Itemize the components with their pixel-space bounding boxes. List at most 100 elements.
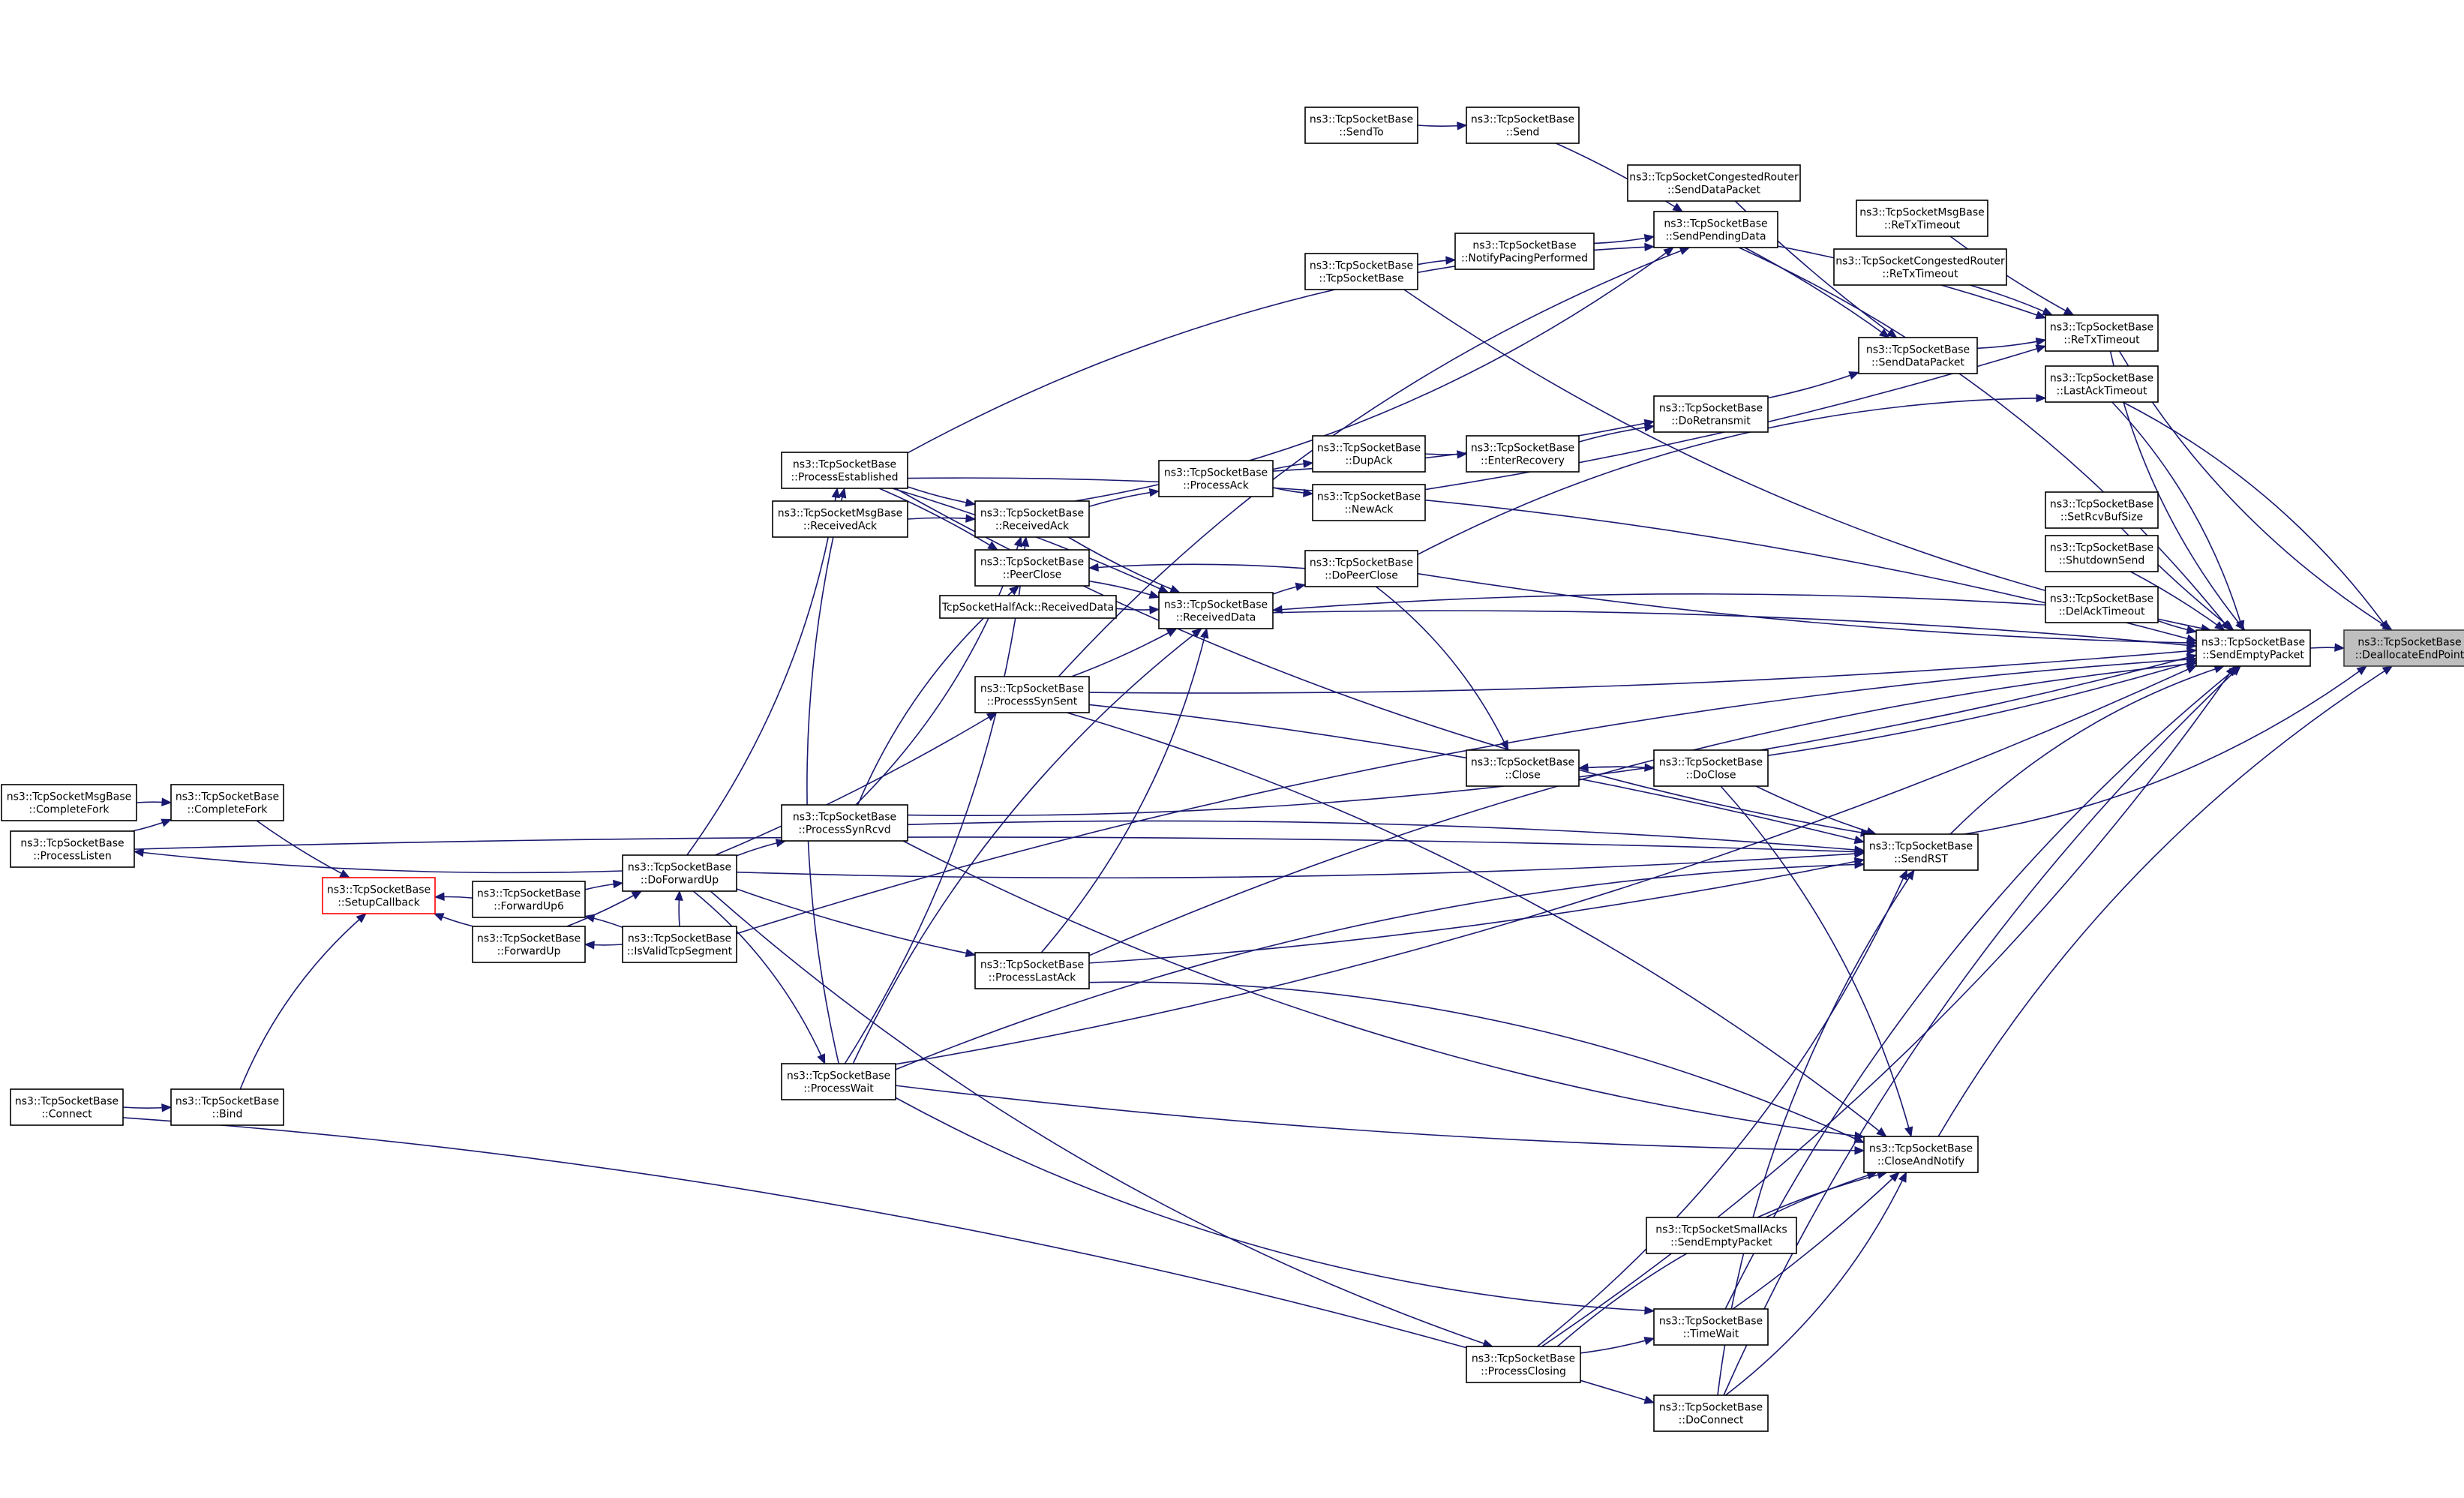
node-root[interactable]: ns3::TcpSocketBase::DeallocateEndPoint: [2343, 629, 2464, 667]
edge-receivedAck-to-processAck: [1088, 488, 1160, 508]
node-forward-up[interactable]: ns3::TcpSocketBase::ForwardUp: [472, 926, 586, 963]
node-label-line: ns3::TcpSocketBase: [1164, 599, 1268, 611]
node-last-ack-to[interactable]: ns3::TcpSocketBase::LastAckTimeout: [2045, 365, 2159, 403]
edge-receivedData-to-doPeerClose: [1272, 582, 1307, 595]
node-box: [10, 1088, 124, 1126]
node-small-acks[interactable]: ns3::TcpSocketSmallAcks::SendEmptyPacket: [1646, 1217, 1797, 1254]
node-box: [622, 854, 737, 892]
node-do-peer-close[interactable]: ns3::TcpSocketBase::DoPeerClose: [1304, 550, 1418, 587]
node-box: [170, 784, 284, 821]
node-process-last-ack[interactable]: ns3::TcpSocketBase::ProcessLastAck: [974, 952, 1090, 989]
node-bind[interactable]: ns3::TcpSocketBase::Bind: [170, 1088, 284, 1126]
node-time-wait[interactable]: ns3::TcpSocketBase::TimeWait: [1653, 1308, 1769, 1346]
node-send-node[interactable]: ns3::TcpSocketBase::Send: [1466, 107, 1580, 144]
node-send-empty[interactable]: ns3::TcpSocketBase::SendEmptyPacket: [2195, 629, 2311, 667]
node-send-rst[interactable]: ns3::TcpSocketBase::SendRST: [1863, 833, 1979, 871]
node-label-line: ::Bind: [212, 1109, 243, 1121]
node-label-line: ns3::TcpSocketBase: [1317, 443, 1421, 455]
node-do-close[interactable]: ns3::TcpSocketBase::DoClose: [1653, 749, 1769, 787]
node-label-line: ns3::TcpSocketBase: [1869, 841, 1973, 853]
node-complete-fork[interactable]: ns3::TcpSocketBase::CompleteFork: [170, 784, 284, 821]
node-label-line: ::DoRetransmit: [1671, 416, 1751, 428]
edge-doPeerClose-to-peerClose: [1088, 563, 1306, 572]
node-ctor[interactable]: ns3::TcpSocketBase::TcpSocketBase: [1304, 253, 1418, 290]
node-process-syn-sent[interactable]: ns3::TcpSocketBase::ProcessSynSent: [974, 676, 1090, 713]
node-label-line: ::ProcessClosing: [1481, 1366, 1566, 1378]
edge-doClose-to-sendRst: [1755, 785, 1877, 836]
node-label-line: ns3::TcpSocketBase: [1310, 260, 1413, 272]
node-label-line: ns3::TcpSocketBase: [1664, 218, 1767, 230]
node-label-line: ::SendDataPacket: [1667, 185, 1760, 197]
node-label-line: ::SendDataPacket: [1871, 357, 1964, 369]
node-received-ack[interactable]: ns3::TcpSocketBase::ReceivedAck: [974, 500, 1090, 538]
node-process-listen[interactable]: ns3::TcpSocketBase::ProcessListen: [10, 830, 135, 868]
node-enter-recovery[interactable]: ns3::TcpSocketBase::EnterRecovery: [1466, 435, 1580, 473]
node-process-closing[interactable]: ns3::TcpSocketBase::ProcessClosing: [1466, 1346, 1581, 1383]
node-msg-received-ack[interactable]: ns3::TcpSocketMsgBase::ReceivedAck: [772, 500, 908, 538]
node-send-to-node[interactable]: ns3::TcpSocketBase::SendTo: [1304, 107, 1418, 144]
node-notify-pacing[interactable]: ns3::TcpSocketBase::NotifyPacingPerforme…: [1454, 233, 1595, 270]
edge-processEst-to-sendEmpty: [907, 477, 2198, 643]
node-set-rcv[interactable]: ns3::TcpSocketBase::SetRcvBufSize: [2045, 491, 2159, 529]
edge-doPeerClose-to-closeNode: [1375, 586, 1509, 752]
edge-sendRst-to-root: [1964, 665, 2368, 835]
node-box: [1304, 550, 1418, 587]
edge-notifyPacing-to-sendPending: [1593, 234, 1655, 245]
node-cong-send-data[interactable]: ns3::TcpSocketCongestedRouter::SendDataP…: [1627, 164, 1801, 202]
edge-processWait-to-receivedData: [852, 628, 1202, 1064]
node-label-line: ::DeallocateEndPoint: [2355, 650, 2464, 662]
node-half-ack[interactable]: TcpSocketHalfAck::ReceivedData: [939, 595, 1117, 619]
edge-processSynSent-to-sendPending: [1058, 247, 1691, 677]
node-setup-cb[interactable]: ns3::TcpSocketBase::SetupCallback: [322, 877, 436, 914]
node-label-line: ns3::TcpSocketCongestedRouter: [1629, 172, 1799, 184]
node-retx[interactable]: ns3::TcpSocketBase::ReTxTimeout: [2045, 314, 2159, 352]
node-peer-close[interactable]: ns3::TcpSocketBase::PeerClose: [974, 549, 1090, 587]
edge-doForwardUp-to-processClosing: [710, 890, 1494, 1348]
node-box: [2045, 314, 2159, 352]
edge-doForwardUp-to-processSynRcvd: [736, 839, 787, 857]
node-shutdown[interactable]: ns3::TcpSocketBase::ShutdownSend: [2045, 535, 2159, 572]
edge-receivedData-to-sendEmpty: [1272, 610, 2198, 650]
node-label-line: ::Close: [1505, 770, 1541, 782]
edge-delAck-to-receivedData: [1271, 593, 2046, 614]
node-box: [622, 926, 737, 963]
node-cong-retx[interactable]: ns3::TcpSocketCongestedRouter::ReTxTimeo…: [1833, 248, 2007, 286]
edge-processEst-to-receivedAck: [907, 486, 977, 507]
node-box: [1858, 337, 1978, 374]
node-do-retransmit[interactable]: ns3::TcpSocketBase::DoRetransmit: [1653, 395, 1769, 433]
node-received-data[interactable]: ns3::TcpSocketBase::ReceivedData: [1158, 592, 1274, 629]
node-box: [781, 1063, 896, 1100]
node-do-connect[interactable]: ns3::TcpSocketBase::DoConnect: [1653, 1394, 1769, 1432]
node-label-line: ns3::TcpSocketBase: [1317, 491, 1421, 503]
node-connect[interactable]: ns3::TcpSocketBase::Connect: [10, 1088, 124, 1126]
node-label-line: ns3::TcpSocketMsgBase: [1859, 207, 1984, 219]
node-do-forward-up[interactable]: ns3::TcpSocketBase::DoForwardUp: [622, 854, 737, 892]
node-label-line: ::CompleteFork: [29, 804, 110, 816]
node-is-valid[interactable]: ns3::TcpSocketBase::IsValidTcpSegment: [622, 926, 737, 963]
node-msg-retx[interactable]: ns3::TcpSocketMsgBase::ReTxTimeout: [1856, 200, 1988, 237]
edge-enterRecovery-to-doRetransmit: [1578, 423, 1655, 443]
node-label-line: ::DoForwardUp: [641, 875, 719, 887]
node-label-line: ::ReceivedData: [1176, 612, 1256, 624]
node-box: [2045, 491, 2159, 529]
node-label-line: ::ProcessSynSent: [987, 696, 1078, 708]
node-forward-up6[interactable]: ns3::TcpSocketBase::ForwardUp6: [472, 881, 586, 918]
node-process-est[interactable]: ns3::TcpSocketBase::ProcessEstablished: [781, 452, 908, 489]
node-send-pending[interactable]: ns3::TcpSocketBase::SendPendingData: [1653, 211, 1778, 248]
node-new-ack[interactable]: ns3::TcpSocketBase::NewAck: [1312, 484, 1426, 521]
node-label-line: ns3::TcpSocketBase: [327, 884, 431, 896]
node-box: [1304, 253, 1418, 290]
node-process-wait[interactable]: ns3::TcpSocketBase::ProcessWait: [781, 1063, 896, 1100]
node-close-node[interactable]: ns3::TcpSocketBase::Close: [1466, 749, 1580, 787]
node-label-line: ::SendEmptyPacket: [2202, 650, 2304, 662]
node-process-syn-rcvd[interactable]: ns3::TcpSocketBase::ProcessSynRcvd: [781, 804, 908, 842]
edge-timeWait-to-sendEmpty: [1724, 665, 2240, 1310]
node-del-ack[interactable]: ns3::TcpSocketBase::DelAckTimeout: [2045, 586, 2159, 623]
node-msg-complete-fork[interactable]: ns3::TcpSocketMsgBase::CompleteFork: [1, 784, 137, 821]
edge-ctor-to-notifyPacing: [1417, 256, 1457, 266]
node-dup-ack[interactable]: ns3::TcpSocketBase::DupAck: [1312, 435, 1426, 473]
node-process-ack[interactable]: ns3::TcpSocketBase::ProcessAck: [1158, 460, 1274, 497]
node-close-notify[interactable]: ns3::TcpSocketBase::CloseAndNotify: [1863, 1136, 1979, 1173]
node-send-data-pkt[interactable]: ns3::TcpSocketBase::SendDataPacket: [1858, 337, 1978, 374]
node-label-line: ns3::TcpSocketBase: [1472, 240, 1576, 252]
